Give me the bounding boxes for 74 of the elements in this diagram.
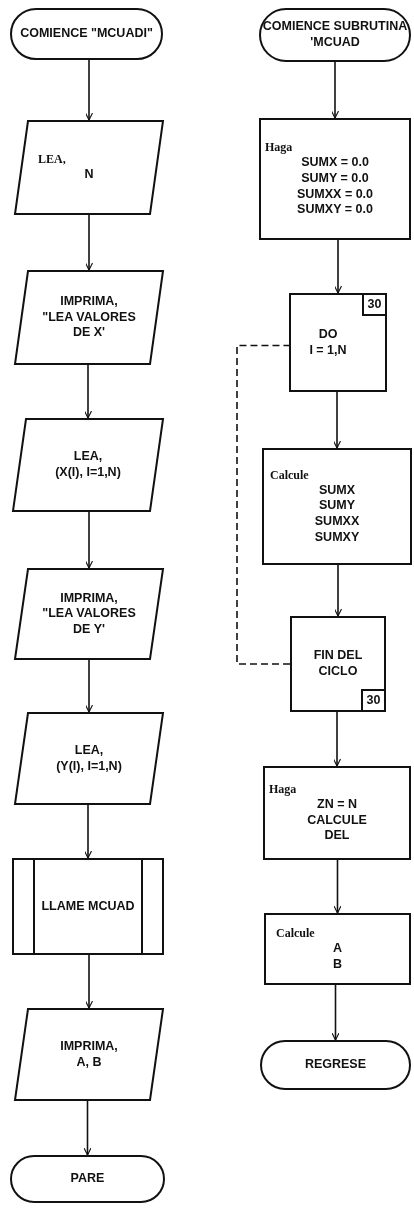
flow-arrow bbox=[84, 511, 94, 569]
output-parallelogram bbox=[14, 270, 164, 365]
step-text: A bbox=[333, 940, 342, 957]
step-text: SUMXX bbox=[314, 514, 360, 530]
step-text: SUMY = 0.0 bbox=[301, 170, 369, 187]
step-text: I = 1,N bbox=[309, 342, 347, 359]
flow-arrow bbox=[331, 984, 340, 1041]
flow-arrow bbox=[84, 659, 94, 713]
output-parallelogram bbox=[14, 568, 164, 660]
flow-arrow bbox=[83, 364, 93, 419]
flow-arrow bbox=[84, 59, 94, 121]
flow-arrow bbox=[84, 954, 94, 1009]
flow-arrow bbox=[332, 711, 342, 767]
flow-arrow bbox=[83, 804, 93, 859]
step-text: B bbox=[333, 956, 342, 973]
flow-arrow bbox=[332, 391, 342, 449]
step-text: FIN DEL CICLO bbox=[312, 648, 364, 680]
loop-start-box bbox=[289, 293, 387, 392]
step-heading: Haga bbox=[269, 782, 297, 798]
step-text: SUMXX = 0.0 bbox=[296, 186, 374, 203]
step-heading: Calcule bbox=[276, 925, 315, 941]
step-text: IMPRIMA, bbox=[60, 294, 118, 310]
flow-arrow bbox=[330, 61, 340, 119]
process-box bbox=[259, 118, 411, 240]
step-text: (X(I), I=1,N) bbox=[55, 465, 121, 481]
step-text: SUMXY = 0.0 bbox=[297, 202, 373, 218]
end-terminal bbox=[10, 1155, 165, 1203]
step-text: (Y(I), I=1,N) bbox=[56, 758, 122, 775]
step-text: LLAME MCUAD bbox=[41, 898, 135, 915]
step-text: N bbox=[84, 167, 94, 183]
flow-arrow bbox=[333, 564, 343, 617]
output-parallelogram bbox=[14, 1008, 164, 1101]
step-text: SUMX bbox=[318, 482, 356, 499]
step-text: A, B bbox=[76, 1054, 102, 1071]
step-heading: Calcule bbox=[270, 467, 309, 483]
step-text: 30 bbox=[366, 692, 381, 709]
step-text: ZN = N bbox=[317, 797, 357, 813]
loop-label-box bbox=[362, 293, 387, 316]
step-text: PARE bbox=[70, 1171, 105, 1187]
step-text: LEA, bbox=[73, 449, 103, 465]
step-text: IMPRIMA, bbox=[60, 590, 118, 607]
flow-arrow bbox=[84, 214, 94, 271]
step-text: CALCULE bbox=[307, 812, 367, 829]
flow-arrow bbox=[333, 239, 343, 294]
step-text: COMIENCE "MCUADI" bbox=[20, 26, 153, 42]
process-box bbox=[262, 448, 412, 565]
step-text: COMIENCE SUBRUTINA 'MCUAD bbox=[261, 19, 409, 51]
step-heading: LEA, bbox=[38, 152, 66, 168]
step-text: REGRESE bbox=[304, 1057, 367, 1073]
step-text: "LEA VALORES DE Y' bbox=[41, 606, 137, 638]
input-parallelogram bbox=[12, 418, 164, 512]
flow-arrow bbox=[333, 859, 342, 914]
step-text: "LEA VALORES DE X' bbox=[41, 309, 137, 341]
input-parallelogram bbox=[14, 120, 164, 215]
start-terminal bbox=[259, 8, 411, 62]
step-text: DEL bbox=[324, 828, 350, 844]
process-box bbox=[264, 913, 411, 985]
end-terminal bbox=[260, 1040, 411, 1090]
flow-arrow bbox=[83, 1100, 92, 1156]
step-text: IMPRIMA, bbox=[60, 1038, 118, 1055]
step-text: SUMY bbox=[318, 498, 356, 514]
step-text: SUMXY bbox=[314, 529, 360, 546]
process-box bbox=[263, 766, 411, 860]
loop-back-line bbox=[236, 344, 291, 665]
loop-label-box bbox=[361, 689, 386, 712]
step-text: DO bbox=[318, 326, 338, 343]
step-heading: Haga bbox=[265, 140, 293, 156]
step-text: SUMX = 0.0 bbox=[301, 155, 369, 171]
start-terminal bbox=[10, 8, 163, 60]
loop-end-box bbox=[290, 616, 386, 712]
step-text: 30 bbox=[367, 296, 382, 313]
input-parallelogram bbox=[14, 712, 164, 805]
step-text: LEA, bbox=[74, 742, 104, 759]
subroutine-call-box bbox=[12, 858, 164, 955]
